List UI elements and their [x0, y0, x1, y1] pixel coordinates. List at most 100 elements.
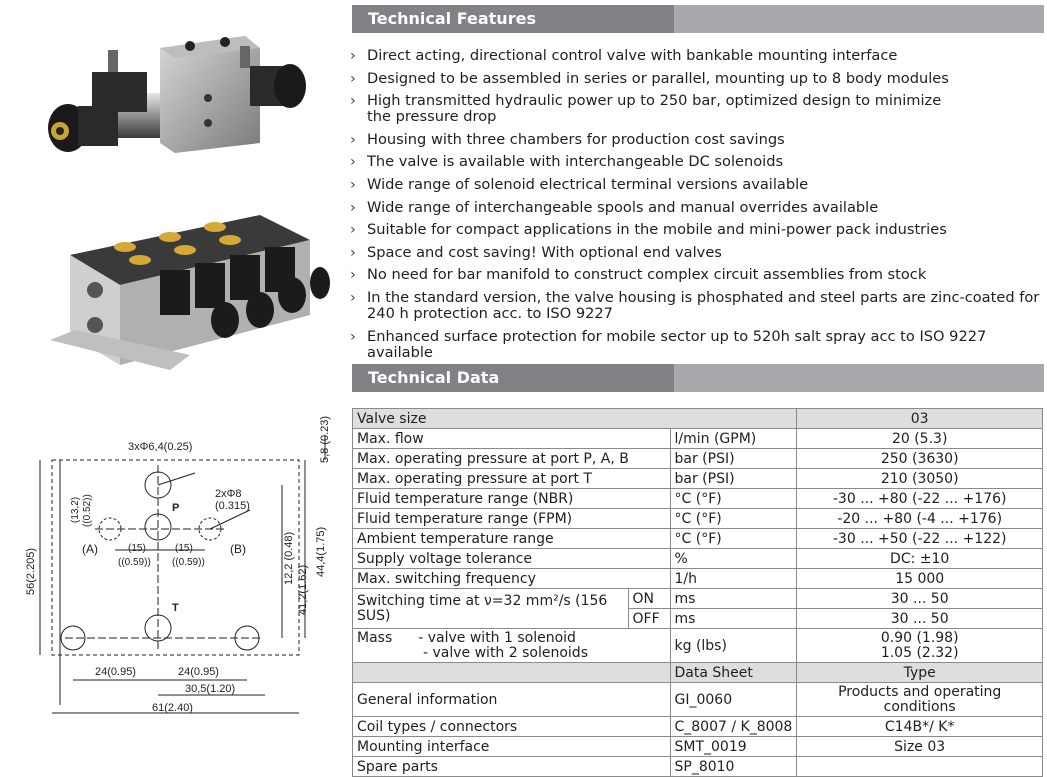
- single-valve-image: [48, 36, 306, 153]
- switching-off-value: 30 ... 50: [796, 608, 1043, 629]
- table-row: Switching time at ν=32 mm²/s (156 SUS) O…: [352, 588, 1043, 629]
- cell-sheet: SMT_0019: [669, 736, 798, 757]
- feature-item: In the standard version, the valve housi…: [350, 289, 1040, 322]
- feature-item: Space and cost saving! With optional end…: [350, 244, 1040, 261]
- port-b-label: (B): [230, 542, 246, 556]
- mass-value2: 1.05 (2.32): [880, 645, 959, 661]
- port-p-label: P: [172, 502, 179, 514]
- dimension-drawing: 3xΦ6,4(0.25) 2xΦ8 (0.315) P T (A) (B) (1…: [25, 416, 331, 714]
- cell-value: 03: [796, 408, 1043, 429]
- dim-5-8: 5,8 (0.23): [319, 416, 331, 463]
- cell-unit: bar (PSI): [669, 468, 798, 489]
- table-row: Mass - valve with 1 solenoid - valve with…: [352, 628, 1043, 663]
- cell-unit: °C (°F): [669, 528, 798, 549]
- dim-30-5: 30,5(1.20): [185, 683, 235, 695]
- feature-item: Enhanced surface protection for mobile s…: [350, 328, 1040, 361]
- data-title: Technical Data: [352, 364, 674, 392]
- feature-item: Suitable for compact applications in the…: [350, 222, 1040, 239]
- dim-holes-big: 3xΦ6,4(0.25): [128, 441, 192, 453]
- cell-unit: 1/h: [669, 568, 798, 589]
- feature-item: No need for bar manifold to construct co…: [350, 267, 1040, 284]
- cell-unit: °C (°F): [669, 488, 798, 509]
- cell-label: Ambient temperature range: [352, 528, 671, 549]
- cell-label: Fluid temperature range (FPM): [352, 508, 671, 529]
- dim-059b: ((0.59)): [172, 557, 205, 568]
- dim-41-2: 41,2(1.62): [297, 565, 309, 615]
- docs-header-type: Type: [796, 662, 1043, 683]
- cell-label: Max. operating pressure at port P, A, B: [352, 448, 671, 469]
- dim-44-4: 44,4(1.75): [315, 527, 327, 577]
- docs-header-empty: [352, 662, 671, 683]
- cell-sheet: GI_0060: [669, 682, 798, 717]
- feature-item: The valve is available with interchangea…: [350, 154, 1040, 171]
- feature-item: Direct acting, directional control valve…: [350, 48, 1040, 65]
- cell-value: -30 ... +80 (-22 ... +176): [796, 488, 1043, 509]
- mass-line1: - valve with 1 solenoid: [418, 630, 576, 646]
- port-a-label: (A): [82, 542, 98, 556]
- docs-header-row: Data Sheet Type: [352, 662, 1043, 683]
- port-t-label: T: [172, 602, 179, 614]
- cell-label: Supply voltage tolerance: [352, 548, 671, 569]
- dim-15b: (15): [175, 543, 193, 554]
- cell-sheet: SP_8010: [669, 756, 798, 777]
- cell-label: Valve size: [351, 408, 798, 429]
- features-header-bar: Technical Features: [352, 5, 1044, 33]
- cell-label: Mounting interface: [352, 736, 671, 757]
- mass-values: 0.90 (1.98) 1.05 (2.32): [796, 628, 1043, 663]
- feature-text: High transmitted hydraulic power up to 2…: [367, 92, 942, 126]
- cell-type: [796, 756, 1043, 777]
- mass-label: Mass: [357, 630, 393, 646]
- mass-line2: - valve with 2 solenoids: [423, 645, 588, 661]
- cell-type: C14B*/ K*: [796, 716, 1043, 737]
- dim-61: 61(2.40): [152, 702, 193, 714]
- cell-type: Size 03: [796, 736, 1043, 757]
- dim-13-2: (13,2): [70, 497, 81, 523]
- data-header-bar: Technical Data: [352, 364, 1044, 392]
- dim-holes-small-in: (0.315): [215, 500, 250, 512]
- cell-value: 210 (3050): [796, 468, 1043, 489]
- cell-label: Fluid temperature range (NBR): [352, 488, 671, 509]
- table-row: Supply voltage tolerance%DC: ±10: [352, 548, 1043, 569]
- dim-24b: 24(0.95): [178, 666, 219, 678]
- table-row: OFF ms 30 ... 50: [353, 608, 1043, 629]
- dim-0-52: ((0.52)): [82, 494, 93, 527]
- cell-value: 15 000: [796, 568, 1043, 589]
- cell-label: Spare parts: [352, 756, 671, 777]
- dim-holes-small: 2xΦ8: [215, 488, 242, 500]
- feature-item: High transmitted hydraulic power up to 2…: [350, 93, 957, 125]
- cell-label: General information: [352, 682, 671, 717]
- feature-item: Housing with three chambers for producti…: [350, 131, 1040, 148]
- cell-unit: bar (PSI): [669, 448, 798, 469]
- cell-sheet: C_8007 / K_8008: [669, 716, 798, 737]
- cell-unit: °C (°F): [669, 508, 798, 529]
- cell-unit: kg (lbs): [669, 628, 798, 663]
- cell-label: Max. operating pressure at port T: [352, 468, 671, 489]
- dim-24a: 24(0.95): [95, 666, 136, 678]
- feature-item: Wide range of interchangeable spools and…: [350, 199, 1040, 216]
- cell-label: Max. flow: [352, 428, 671, 449]
- switching-on: ON: [627, 588, 671, 609]
- cell-unit: ms: [669, 588, 798, 609]
- cell-unit: ms: [669, 608, 798, 629]
- table-row: Ambient temperature range°C (°F)-30 ... …: [352, 528, 1043, 549]
- cell-label: Coil types / connectors: [352, 716, 671, 737]
- valve-bank-image: [50, 215, 330, 370]
- cell-value: 20 (5.3): [796, 428, 1043, 449]
- cell-value: -30 ... +50 (-22 ... +122): [796, 528, 1043, 549]
- cell-unit: l/min (GPM): [669, 428, 798, 449]
- features-title: Technical Features: [352, 5, 674, 33]
- cell-type: Products and operating conditions: [796, 682, 1043, 717]
- feature-item: Designed to be assembled in series or pa…: [350, 70, 1040, 87]
- table-row: Fluid temperature range (FPM)°C (°F)-20 …: [352, 508, 1043, 529]
- dim-059a: ((0.59)): [118, 557, 151, 568]
- mass-cell: Mass - valve with 1 solenoid - valve with…: [352, 628, 671, 663]
- switching-on-value: 30 ... 50: [796, 588, 1043, 609]
- table-row: Fluid temperature range (NBR)°C (°F)-30 …: [352, 488, 1043, 509]
